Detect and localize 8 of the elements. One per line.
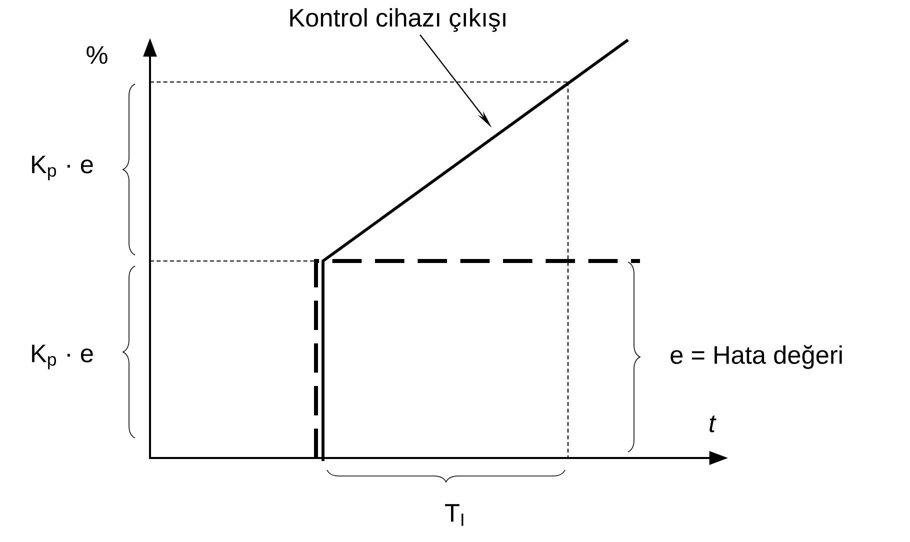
brace-label: e = Hata değeri (670, 345, 842, 369)
brace-label: K$_{p}$ · e (32, 156, 93, 180)
axis-label: % (86, 46, 108, 64)
controller-output-line (322, 38, 629, 461)
brace-label: K$_{p}$ · e (32, 344, 93, 370)
brace-label: T$_{I}$ (445, 504, 464, 526)
axis-label: t (710, 416, 716, 432)
callout-text: Kontrol cihazı çıkışı (290, 8, 506, 32)
